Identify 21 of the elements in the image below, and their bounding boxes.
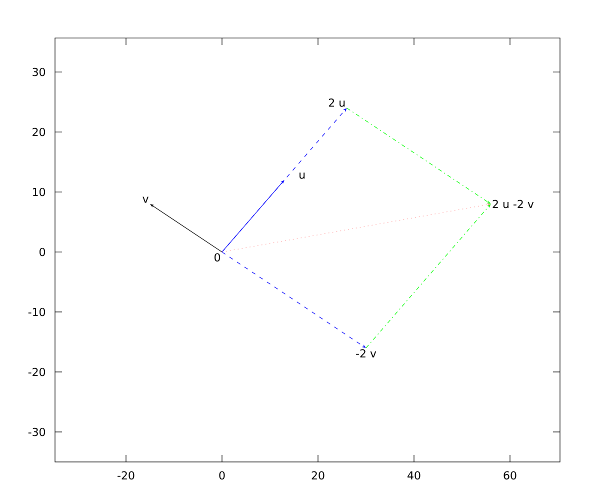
tick-label: 0 xyxy=(219,471,225,480)
tick-label: -20 xyxy=(118,471,134,480)
tick-label: -20 xyxy=(28,368,46,376)
vector-arrow xyxy=(366,204,491,348)
point-label: v xyxy=(142,196,148,203)
tick-label: 20 xyxy=(32,128,46,136)
point-label: 2 u -2 v xyxy=(492,200,534,208)
tick-label: 20 xyxy=(312,471,324,480)
tick-label: 0 xyxy=(40,248,46,256)
tick-label: -10 xyxy=(28,308,46,316)
point-label: u xyxy=(300,172,305,179)
vector-arrow xyxy=(222,108,347,252)
tick-label: 60 xyxy=(504,471,516,480)
point-label: 2 u xyxy=(328,98,345,107)
tick-label: 40 xyxy=(408,471,420,480)
point-label: -2 v xyxy=(356,349,376,358)
tick-label: 10 xyxy=(33,188,46,196)
tick-label: -30 xyxy=(28,428,46,436)
tick-label: 30 xyxy=(32,68,46,76)
point-label: 0 xyxy=(214,253,220,262)
vector-arrow xyxy=(222,252,366,348)
